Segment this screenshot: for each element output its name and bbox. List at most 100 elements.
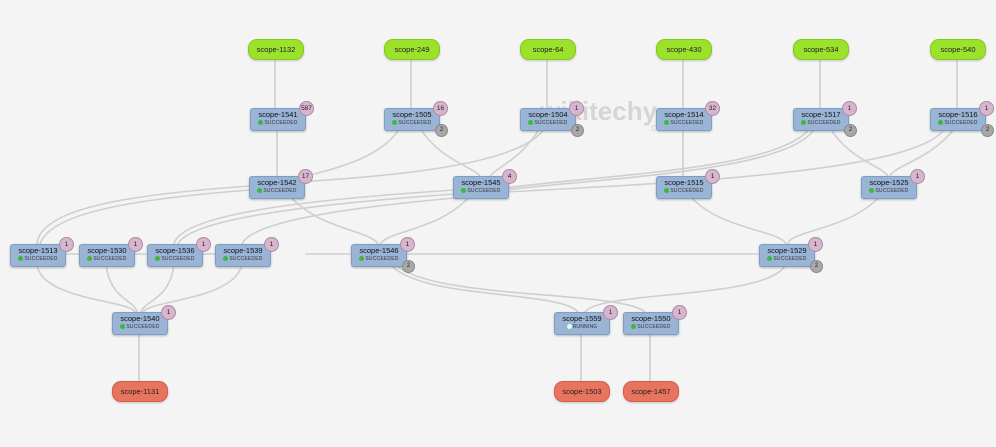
vertex-name: scope-1541 <box>258 110 298 119</box>
vertex-name: scope-1505 <box>392 110 432 119</box>
status-text: SUCCEEDED <box>670 188 704 194</box>
task-count-badge[interactable]: 16 <box>433 101 448 116</box>
task-count-badge[interactable]: 1 <box>400 237 415 252</box>
task-count-badge[interactable]: 1 <box>808 237 823 252</box>
status-text: SUCCEEDED <box>229 256 263 262</box>
sink-node[interactable]: scope-1457 <box>623 381 679 402</box>
vertex-status: SUCCEEDED <box>250 188 304 195</box>
extra-input-badge[interactable]: 2 <box>402 260 415 273</box>
vertex-status: SUCCEEDED <box>454 188 508 195</box>
vertex-status: SUCCEEDED <box>931 120 985 127</box>
status-text: SUCCEEDED <box>944 120 978 126</box>
task-count-badge[interactable]: 1 <box>842 101 857 116</box>
task-count-badge[interactable]: 1 <box>59 237 74 252</box>
check-icon <box>392 120 398 126</box>
task-count-badge[interactable]: 1 <box>196 237 211 252</box>
vertex-status: SUCCEEDED <box>385 120 439 127</box>
status-text: SUCCEEDED <box>534 120 568 126</box>
sink-node[interactable]: scope-1503 <box>554 381 610 402</box>
check-icon <box>257 188 263 194</box>
source-node[interactable]: scope-1132 <box>248 39 304 60</box>
vertex-status: SUCCEEDED <box>352 256 406 263</box>
status-text: SUCCEEDED <box>670 120 704 126</box>
vertex-status: SUCCEEDED <box>80 256 134 263</box>
extra-input-badge[interactable]: 2 <box>810 260 823 273</box>
vertex-status: SUCCEEDED <box>521 120 575 127</box>
vertex-status: SUCCEEDED <box>657 188 711 195</box>
extra-input-badge[interactable]: 2 <box>981 124 994 137</box>
task-count-badge[interactable]: 4 <box>502 169 517 184</box>
source-node[interactable]: scope-534 <box>793 39 849 60</box>
status-text: SUCCEEDED <box>126 324 160 330</box>
task-count-badge[interactable]: 1 <box>672 305 687 320</box>
vertex-status: SUCCEEDED <box>760 256 814 263</box>
check-icon <box>155 256 161 262</box>
check-icon <box>869 188 875 194</box>
extra-input-badge[interactable]: 2 <box>571 124 584 137</box>
task-count-badge[interactable]: 1 <box>910 169 925 184</box>
vertex-status: SUCCEEDED <box>113 324 167 331</box>
check-icon <box>223 256 229 262</box>
extra-input-badge[interactable]: 2 <box>844 124 857 137</box>
source-node[interactable]: scope-64 <box>520 39 576 60</box>
check-icon <box>528 120 534 126</box>
status-text: SUCCEEDED <box>807 120 841 126</box>
extra-input-badge[interactable]: 2 <box>435 124 448 137</box>
status-text: SUCCEEDED <box>264 120 298 126</box>
check-icon <box>461 188 467 194</box>
source-node[interactable]: scope-249 <box>384 39 440 60</box>
check-icon <box>938 120 944 126</box>
vertex-name: scope-1525 <box>869 178 909 187</box>
vertex-status: SUCCEEDED <box>251 120 305 127</box>
vertex-status: SUCCEEDED <box>216 256 270 263</box>
vertex-status: SUCCEEDED <box>624 324 678 331</box>
status-text: SUCCEEDED <box>263 188 297 194</box>
check-icon <box>258 120 264 126</box>
task-count-badge[interactable]: 1 <box>569 101 584 116</box>
check-icon <box>801 120 807 126</box>
check-icon <box>18 256 24 262</box>
vertex-name: scope-1550 <box>631 314 671 323</box>
vertex-status: SUCCEEDED <box>11 256 65 263</box>
task-count-badge[interactable]: 587 <box>299 101 314 116</box>
task-count-badge[interactable]: 17 <box>298 169 313 184</box>
vertex-name: scope-1559 <box>562 314 602 323</box>
task-count-badge[interactable]: 1 <box>128 237 143 252</box>
check-icon <box>664 188 670 194</box>
task-count-badge[interactable]: 1 <box>979 101 994 116</box>
status-text: SUCCEEDED <box>365 256 399 262</box>
check-icon <box>120 324 126 330</box>
sink-node[interactable]: scope-1131 <box>112 381 168 402</box>
task-count-badge[interactable]: 1 <box>603 305 618 320</box>
vertex-name: scope-1517 <box>801 110 841 119</box>
task-count-badge[interactable]: 1 <box>705 169 720 184</box>
vertex-name: scope-1515 <box>664 178 704 187</box>
task-count-badge[interactable]: 32 <box>705 101 720 116</box>
status-text: SUCCEEDED <box>24 256 58 262</box>
task-count-badge[interactable]: 1 <box>161 305 176 320</box>
source-node[interactable]: scope-430 <box>656 39 712 60</box>
status-text: SUCCEEDED <box>93 256 127 262</box>
task-count-badge[interactable]: 1 <box>264 237 279 252</box>
vertex-name: scope-1545 <box>461 178 501 187</box>
source-node[interactable]: scope-540 <box>930 39 986 60</box>
